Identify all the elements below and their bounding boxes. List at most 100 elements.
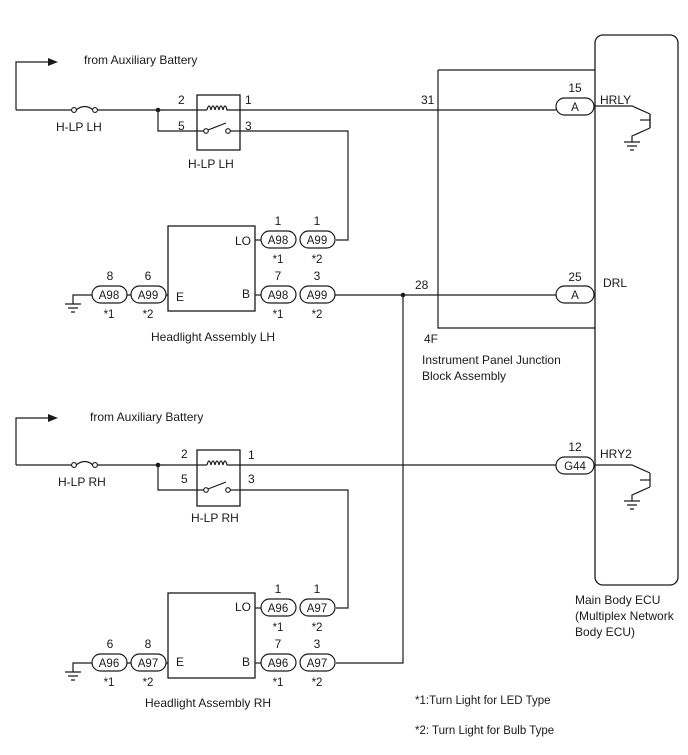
relay-rh-pin-2: 2 bbox=[181, 447, 188, 461]
ecu-name-line2: (Multiplex Network bbox=[575, 609, 675, 623]
headlight-lh-box bbox=[167, 225, 256, 312]
rh-b-conn-a96-note: *1 bbox=[273, 677, 284, 689]
lh-b-conn-a98-label: A98 bbox=[268, 290, 288, 302]
rh-lo-conn-a97-label: A97 bbox=[307, 603, 327, 615]
rh-b-conn-a96 bbox=[260, 653, 297, 672]
lh-b-conn-a99-label: A99 bbox=[307, 290, 327, 302]
supply-label-rh: from Auxiliary Battery bbox=[90, 410, 203, 424]
ecu-conn-hrly-label: A bbox=[571, 102, 579, 114]
ecu-signal-hry2: HRY2 bbox=[600, 447, 632, 461]
lh-b-conn-a98-pin: 7 bbox=[275, 269, 282, 283]
fuse-label-lh: H-LP LH bbox=[56, 120, 102, 134]
relay-lh-switch-icon bbox=[197, 122, 240, 134]
relay-rh-switch-icon bbox=[197, 481, 240, 493]
ecu-pin-hry2: 12 bbox=[568, 440, 582, 454]
footnote-2: *2: Turn Light for Bulb Type bbox=[415, 725, 554, 737]
lh-e-conn-a99-pin: 6 bbox=[145, 269, 152, 283]
lh-lo-conn-a99-note: *2 bbox=[312, 254, 323, 266]
rh-e-conn-a97-label: A97 bbox=[138, 658, 158, 670]
junction-block-pin-31: 31 bbox=[421, 93, 435, 107]
lh-lo-conn-a98-pin: 1 bbox=[275, 214, 282, 228]
rh-e-conn-a97-note: *2 bbox=[143, 677, 154, 689]
ground-rh-icon bbox=[65, 662, 92, 681]
relay-rh-box bbox=[196, 449, 241, 507]
relay-rh-label: H-LP RH bbox=[191, 511, 239, 525]
headlight-lh-terminal-e: E bbox=[176, 290, 184, 304]
headlight-rh-terminal-lo: LO bbox=[235, 600, 251, 614]
rh-e-conn-a96-label: A96 bbox=[99, 658, 119, 670]
relay-rh-pin-5: 5 bbox=[181, 472, 188, 486]
lh-lo-conn-a98-label: A98 bbox=[268, 235, 288, 247]
relay-lh-box bbox=[196, 94, 241, 151]
rh-lo-conn-a96-label: A96 bbox=[268, 603, 288, 615]
footnote-1: *1:Turn Light for LED Type bbox=[415, 695, 551, 707]
junction-block-pin-28: 28 bbox=[415, 278, 429, 292]
relay-rh-coil-icon bbox=[197, 460, 240, 466]
rh-b-conn-a96-label: A96 bbox=[268, 658, 288, 670]
rh-b-conn-a96-pin: 7 bbox=[275, 637, 282, 651]
relay-rh-pin-3: 3 bbox=[248, 472, 255, 486]
wire-relay-lh-pin5 bbox=[157, 110, 197, 132]
relay-lh-pin-1: 1 bbox=[245, 93, 252, 107]
lh-e-conn-a99-label: A99 bbox=[138, 290, 158, 302]
junction-block-name-line1: Instrument Panel Junction bbox=[422, 353, 561, 367]
ecu-pin-hrly: 15 bbox=[568, 81, 582, 95]
lh-e-conn-a98-note: *1 bbox=[104, 309, 115, 321]
lh-lo-conn-a99-pin: 1 bbox=[314, 214, 321, 228]
lh-b-conn-a99-note: *2 bbox=[312, 309, 323, 321]
junction-block-outline bbox=[437, 69, 595, 329]
ecu-conn-hry2-label: G44 bbox=[564, 461, 586, 473]
rh-b-conn-a97-note: *2 bbox=[312, 677, 323, 689]
lh-lo-conn-a99 bbox=[299, 230, 336, 249]
wire-lo-lh bbox=[240, 130, 349, 241]
headlight-lh-terminal-lo: LO bbox=[235, 234, 251, 248]
lh-b-conn-a98-note: *1 bbox=[273, 309, 284, 321]
supply-arrow-lh bbox=[15, 58, 58, 110]
rh-lo-conn-a97-note: *2 bbox=[312, 622, 323, 634]
junction-block-code: 4F bbox=[424, 332, 438, 346]
headlight-lh-title: Headlight Assembly LH bbox=[151, 330, 275, 344]
wire-drl-rh bbox=[336, 295, 404, 664]
relay-lh-pin-2: 2 bbox=[178, 93, 185, 107]
relay-rh-pin-1: 1 bbox=[248, 448, 255, 462]
headlight-rh-terminal-b: B bbox=[242, 655, 250, 669]
rh-lo-conn-a96-note: *1 bbox=[273, 622, 284, 634]
headlight-lh-terminal-b: B bbox=[242, 287, 250, 301]
headlight-rh-terminal-e: E bbox=[176, 655, 184, 669]
rh-lo-conn-a96-pin: 1 bbox=[275, 582, 282, 596]
fuse-rh-icon bbox=[71, 460, 98, 468]
ground-lh-icon bbox=[65, 294, 92, 313]
headlight-rh-box bbox=[167, 592, 256, 679]
ecu-conn-drl-label: A bbox=[571, 290, 579, 302]
relay-lh-label: H-LP LH bbox=[188, 157, 234, 171]
wire-relay-rh-pin5 bbox=[157, 465, 197, 491]
headlight-rh-title: Headlight Assembly RH bbox=[145, 696, 271, 710]
supply-arrow-rh bbox=[15, 414, 58, 465]
lh-e-conn-a99-note: *2 bbox=[143, 309, 154, 321]
fuse-lh-icon bbox=[71, 105, 98, 113]
lh-lo-conn-a99-label: A99 bbox=[307, 235, 327, 247]
rh-lo-conn-a97 bbox=[299, 598, 336, 617]
rh-b-conn-a97-pin: 3 bbox=[314, 637, 321, 651]
fuse-label-rh: H-LP RH bbox=[58, 475, 106, 489]
rh-b-conn-a97-label: A97 bbox=[307, 658, 327, 670]
ecu-transistor-hry2 bbox=[594, 464, 651, 510]
rh-e-conn-a96-note: *1 bbox=[104, 677, 115, 689]
ecu-pin-drl: 25 bbox=[568, 270, 582, 284]
rh-b-conn-a97 bbox=[299, 653, 336, 672]
ecu-signal-drl: DRL bbox=[603, 276, 627, 290]
lh-b-conn-a98 bbox=[260, 285, 297, 304]
relay-lh-pin-5: 5 bbox=[178, 119, 185, 133]
ecu-name-line3: Body ECU) bbox=[575, 625, 635, 639]
rh-e-conn-a97-pin: 8 bbox=[145, 637, 152, 651]
ecu-signal-hrly: HRLY bbox=[600, 93, 631, 107]
junction-block-name-line2: Block Assembly bbox=[422, 369, 506, 383]
supply-label-lh: from Auxiliary Battery bbox=[84, 53, 197, 67]
lh-lo-conn-a98 bbox=[260, 230, 297, 249]
rh-e-conn-a96-pin: 6 bbox=[107, 637, 114, 651]
rh-lo-conn-a97-pin: 1 bbox=[314, 582, 321, 596]
lh-lo-conn-a98-note: *1 bbox=[273, 254, 284, 266]
main-body-ecu-box bbox=[594, 34, 679, 586]
ecu-name-line1: Main Body ECU bbox=[575, 593, 660, 607]
